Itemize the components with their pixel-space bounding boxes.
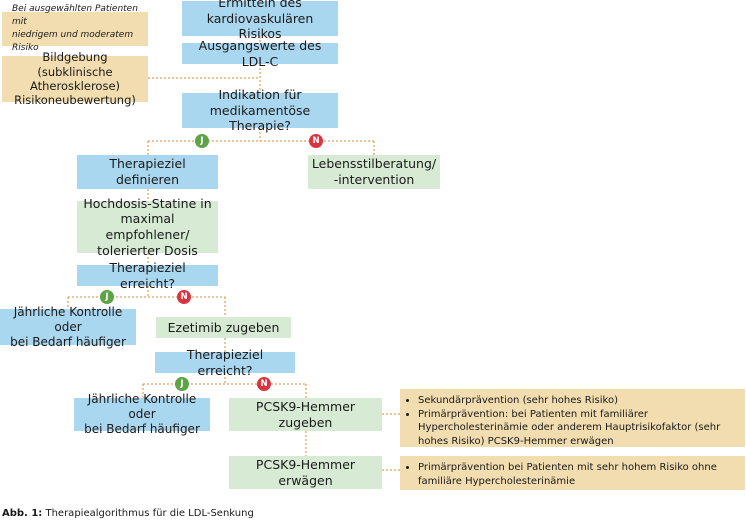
- prevention-info-box: Sekundärprävention (sehr hohes Risiko) P…: [400, 389, 745, 447]
- primary-prevention-info-box: Primärprävention bei Patienten mit sehr …: [400, 456, 745, 490]
- high-dose-statins-box: Hochdosis-Statine in maximal empfohlener…: [77, 196, 218, 258]
- define-therapy-goal-box: Therapieziel definieren: [77, 155, 218, 189]
- add-ezetimib-box: Ezetimib zugeben: [156, 317, 291, 338]
- info-item: Primärprävention bei Patienten mit sehr …: [418, 461, 737, 488]
- yes-badge: J: [175, 377, 189, 391]
- goal-reached-1-box: Therapieziel erreicht?: [77, 260, 218, 291]
- imaging-box: Bildgebung (subklinische Atherosklerose)…: [2, 50, 148, 107]
- lifestyle-box: Lebensstilberatung/ -intervention: [308, 155, 440, 189]
- info-item: Sekundärprävention (sehr hohes Risiko): [418, 394, 737, 408]
- info-item: Primärprävention: bei Patienten mit fami…: [418, 408, 737, 449]
- annual-control-box: Jährliche Kontrolle oder bei Bedarf häuf…: [74, 392, 210, 436]
- no-badge: N: [257, 377, 271, 391]
- add-pcsk9-box: PCSK9-Hemmer zugeben: [229, 398, 382, 431]
- caption-label: Abb. 1:: [2, 508, 43, 519]
- goal-reached-2-box: Therapieziel erreicht?: [155, 347, 295, 378]
- figure-caption: Abb. 1: Therapiealgorithmus für die LDL-…: [2, 508, 254, 519]
- yes-badge: J: [195, 134, 209, 148]
- no-badge: N: [309, 134, 323, 148]
- no-badge: N: [177, 290, 191, 304]
- annual-control-box: Jährliche Kontrolle oder bei Bedarf häuf…: [0, 305, 136, 349]
- note-selected-patients: Bei ausgewählten Patienten mit niedrigem…: [2, 4, 148, 53]
- yes-badge: J: [100, 290, 114, 304]
- consider-pcsk9-box: PCSK9-Hemmer erwägen: [229, 456, 382, 489]
- drug-therapy-indication-box: Indikation für medikamentöse Therapie?: [182, 87, 338, 133]
- ldl-baseline-box: Ausgangswerte des LDL-C: [182, 38, 338, 69]
- caption-text: Therapiealgorithmus für die LDL-Senkung: [42, 508, 254, 519]
- risk-assessment-box: Ermitteln des kardiovaskulären Risikos: [182, 0, 338, 41]
